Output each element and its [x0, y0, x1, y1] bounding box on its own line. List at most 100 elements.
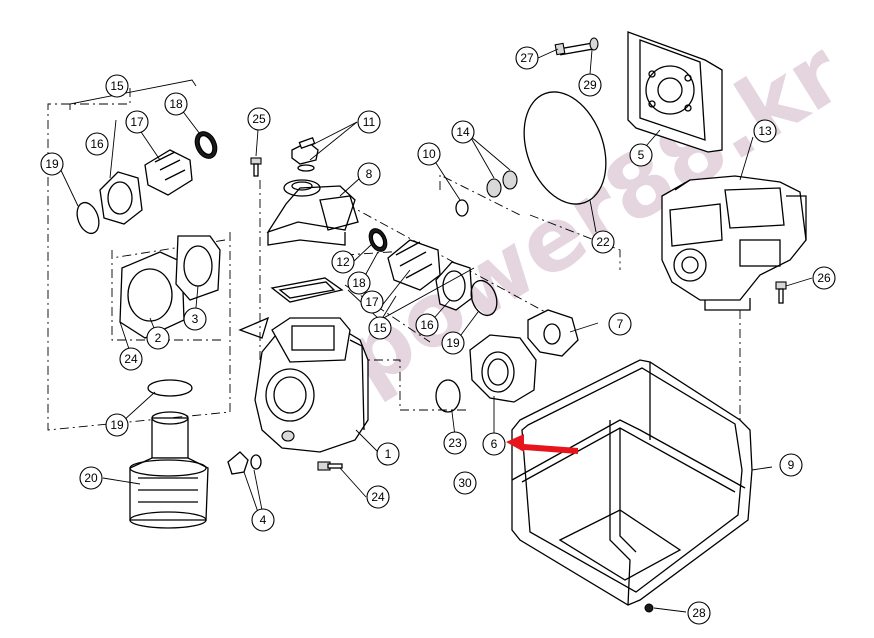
callout-label: 8 — [366, 167, 373, 181]
callout-label: 7 — [617, 317, 624, 331]
callout-label: 10 — [422, 147, 436, 161]
callout-c23: 23 — [443, 431, 467, 455]
callout-c17b: 17 — [360, 290, 384, 314]
callout-label: 24 — [124, 352, 138, 366]
flange-16a — [99, 171, 143, 225]
callout-c19a: 19 — [40, 152, 64, 176]
callout-c14: 14 — [451, 120, 475, 144]
callout-label: 16 — [90, 137, 104, 151]
callout-label: 5 — [638, 148, 645, 162]
callout-c17a: 17 — [125, 110, 149, 134]
bracket-15a — [69, 79, 197, 110]
callout-c29: 29 — [578, 73, 602, 97]
impeller-7 — [527, 309, 579, 357]
callout-label: 9 — [788, 458, 795, 472]
callout-label: 25 — [252, 112, 266, 126]
callout-label: 11 — [363, 115, 376, 129]
callout-label: 15 — [110, 79, 124, 93]
callout-label: 29 — [583, 78, 597, 92]
cap-11 — [291, 136, 319, 172]
cover-plate-2 — [119, 251, 185, 339]
callout-c8: 8 — [357, 162, 381, 186]
callout-label: 23 — [448, 436, 462, 450]
callout-c13: 13 — [753, 119, 777, 143]
callout-c22: 22 — [591, 230, 615, 254]
callout-label: 13 — [758, 124, 772, 138]
callout-label: 18 — [169, 97, 183, 111]
callout-c5: 5 — [629, 143, 653, 167]
pump-casing-1 — [254, 317, 369, 453]
callout-c28: 28 — [687, 601, 711, 625]
callout-c1: 1 — [376, 442, 400, 466]
clamp-19b — [470, 279, 498, 317]
callout-c16a: 16 — [85, 132, 109, 156]
bolt-26 — [775, 281, 787, 304]
callout-label: 14 — [456, 125, 470, 139]
gasket-22 — [523, 91, 607, 205]
callout-c25: 25 — [247, 107, 271, 131]
callout-label: 15 — [373, 321, 387, 335]
callout-label: 24 — [371, 490, 385, 504]
callout-c7: 7 — [608, 312, 632, 336]
adapter-plate-5 — [627, 31, 723, 153]
callout-c30: 30 — [453, 471, 477, 495]
callout-label: 20 — [84, 471, 98, 485]
callout-label: 2 — [155, 331, 162, 345]
callout-c12: 12 — [331, 250, 355, 274]
callout-c10: 10 — [417, 142, 441, 166]
callout-label: 16 — [420, 318, 434, 332]
callout-c26: 26 — [812, 266, 836, 290]
callout-label: 19 — [45, 157, 59, 171]
casing-top-8 — [266, 179, 359, 246]
callout-label: 12 — [336, 255, 350, 269]
highlight-arrow — [506, 434, 578, 454]
bolt-25 — [250, 157, 262, 177]
callout-label: 3 — [192, 312, 199, 326]
seal-14b — [502, 170, 518, 190]
leader-lines — [57, 48, 813, 613]
callout-label: 22 — [596, 235, 610, 249]
callout-label: 19 — [110, 418, 124, 432]
callout-c15b: 15 — [368, 316, 392, 340]
callout-label: 17 — [130, 115, 144, 129]
callout-c19b: 19 — [441, 331, 465, 355]
volute-6 — [469, 334, 537, 403]
callout-c16b: 16 — [415, 313, 439, 337]
callout-label: 27 — [520, 51, 534, 65]
callout-c6: 6 — [482, 432, 506, 456]
callout-label: 26 — [817, 271, 831, 285]
callout-c24b: 24 — [366, 485, 390, 509]
clamp-19c — [147, 379, 193, 397]
callout-label: 6 — [491, 437, 498, 451]
drain-plug-4 — [227, 451, 249, 475]
callout-label: 28 — [692, 606, 706, 620]
o-ring-23 — [435, 379, 461, 413]
callout-c2: 2 — [146, 326, 170, 350]
bolt-27 — [554, 42, 594, 56]
callout-c24a: 24 — [119, 347, 143, 371]
hose-fitting-17a — [144, 149, 193, 196]
callout-c18b: 18 — [347, 271, 371, 295]
assembly-lines — [47, 88, 741, 431]
callout-c20: 20 — [79, 466, 103, 490]
callout-label: 19 — [446, 336, 460, 350]
callout-c11: 11 — [357, 110, 381, 134]
callout-c27: 27 — [515, 46, 539, 70]
callout-c9: 9 — [779, 453, 803, 477]
callout-c3: 3 — [183, 307, 207, 331]
gasket-plate-upper — [270, 277, 344, 303]
seal-14a — [486, 178, 502, 198]
seal-10 — [455, 199, 469, 217]
callout-label: 17 — [365, 295, 379, 309]
callout-c4: 4 — [251, 508, 275, 532]
bolt-24 — [317, 461, 343, 471]
callout-c15a: 15 — [105, 74, 129, 98]
frame-9 — [511, 359, 753, 606]
strainer-20 — [129, 411, 209, 529]
engine-13 — [661, 175, 807, 311]
callout-label: 1 — [385, 447, 392, 461]
callout-label: 30 — [458, 476, 472, 490]
callout-c19c: 19 — [105, 413, 129, 437]
